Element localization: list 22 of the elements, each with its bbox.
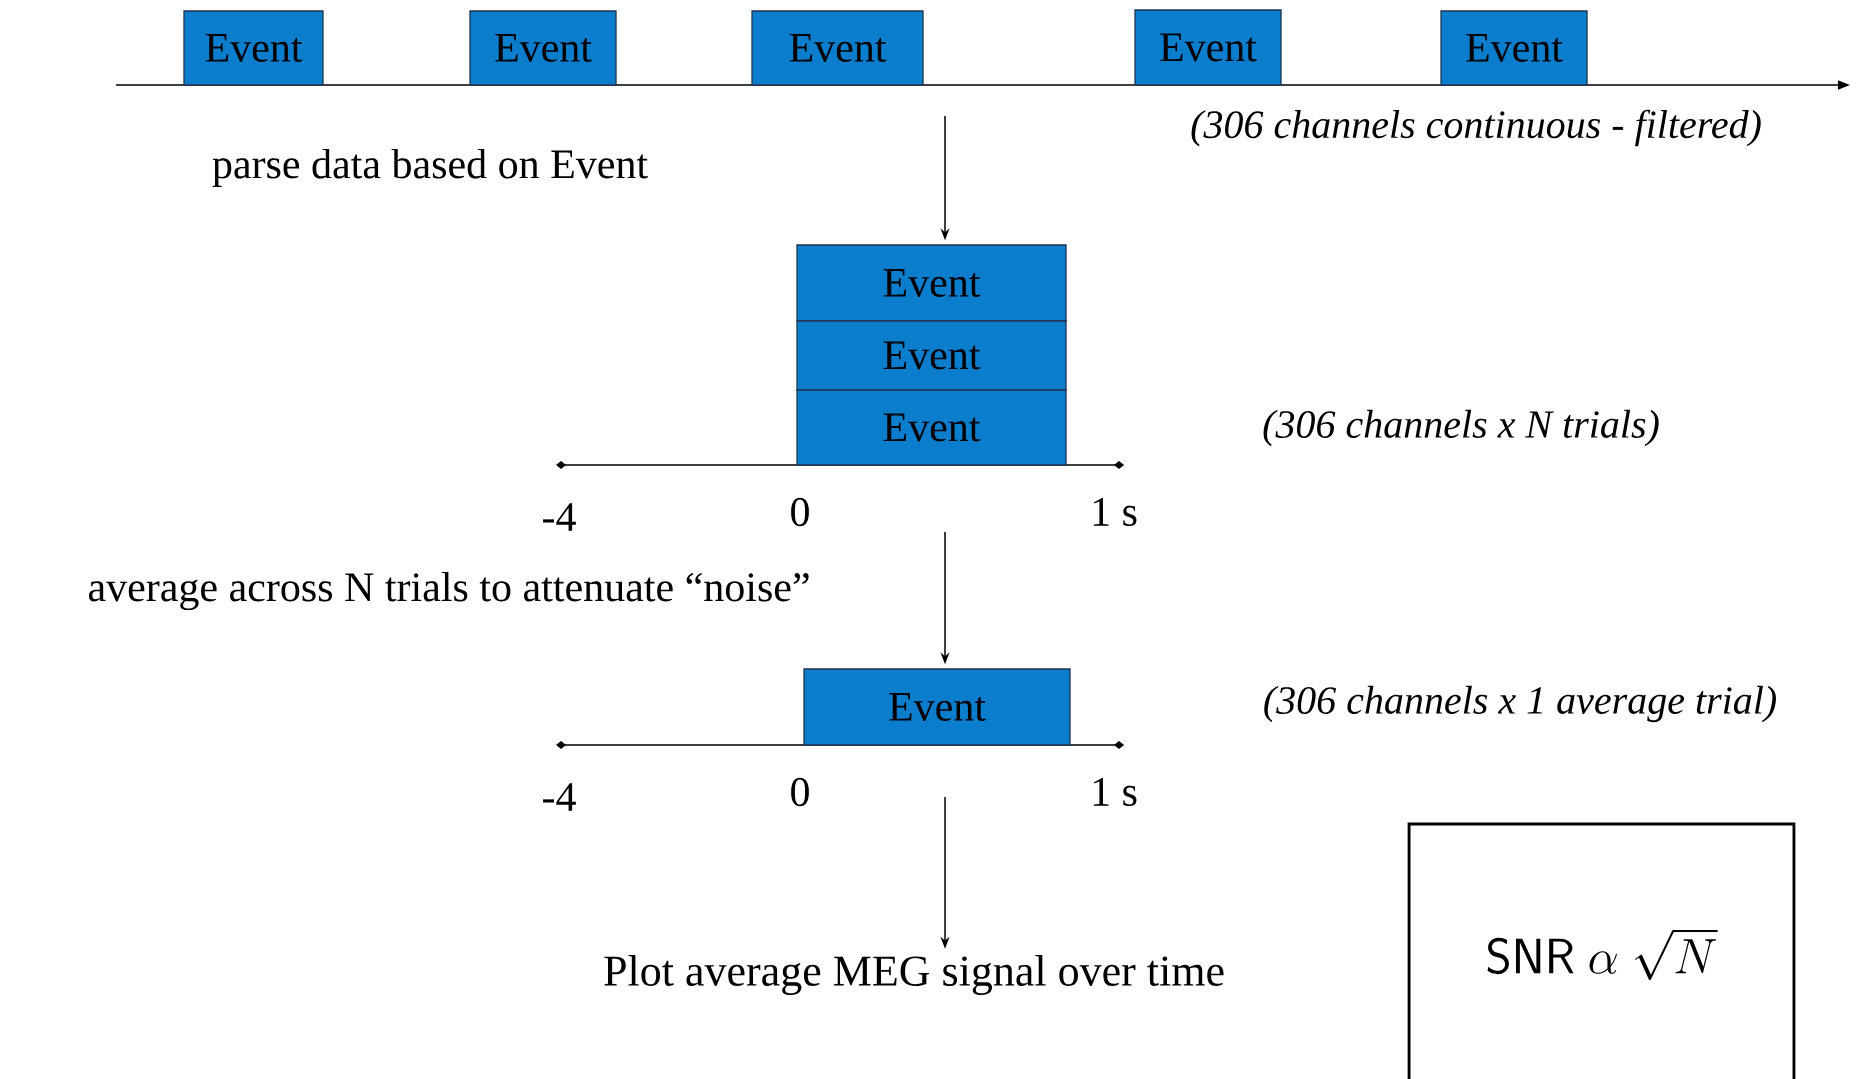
caption-text: Plot average MEG signal over time <box>604 955 1224 995</box>
axis-tick-label: -4 <box>543 503 576 531</box>
event-box: Event <box>796 320 1067 391</box>
axis-tick-label: -4 <box>543 783 576 811</box>
event-box: Event <box>751 10 924 86</box>
axis-tick-label: 1 s <box>1093 777 1137 807</box>
event-box: Event <box>183 10 324 86</box>
event-box: Event <box>469 10 617 86</box>
axis-tick-label: 0 <box>791 777 809 807</box>
note-text: (306 channels continuous - filtered) <box>1191 109 1761 147</box>
event-box: Event <box>796 244 1067 322</box>
axis-tick-label: 1 s <box>1093 497 1137 527</box>
note-text: (306 channels x N trials) <box>1263 409 1659 447</box>
step-text: average across N trials to attenuate “noise” <box>89 571 809 611</box>
event-box: Event <box>1134 9 1282 86</box>
event-box: Event <box>1440 10 1588 86</box>
event-box: Event <box>803 668 1071 746</box>
event-box: Event <box>796 389 1067 466</box>
axis-tick-label: 0 <box>791 497 809 527</box>
step-text: parse data based on Event <box>212 148 648 188</box>
formula-box: $\mathsf{SNR}\ \alpha\ \sqrt{N}$ <box>1407 822 1796 1079</box>
note-text: (306 channels x 1 average trial) <box>1264 685 1776 723</box>
